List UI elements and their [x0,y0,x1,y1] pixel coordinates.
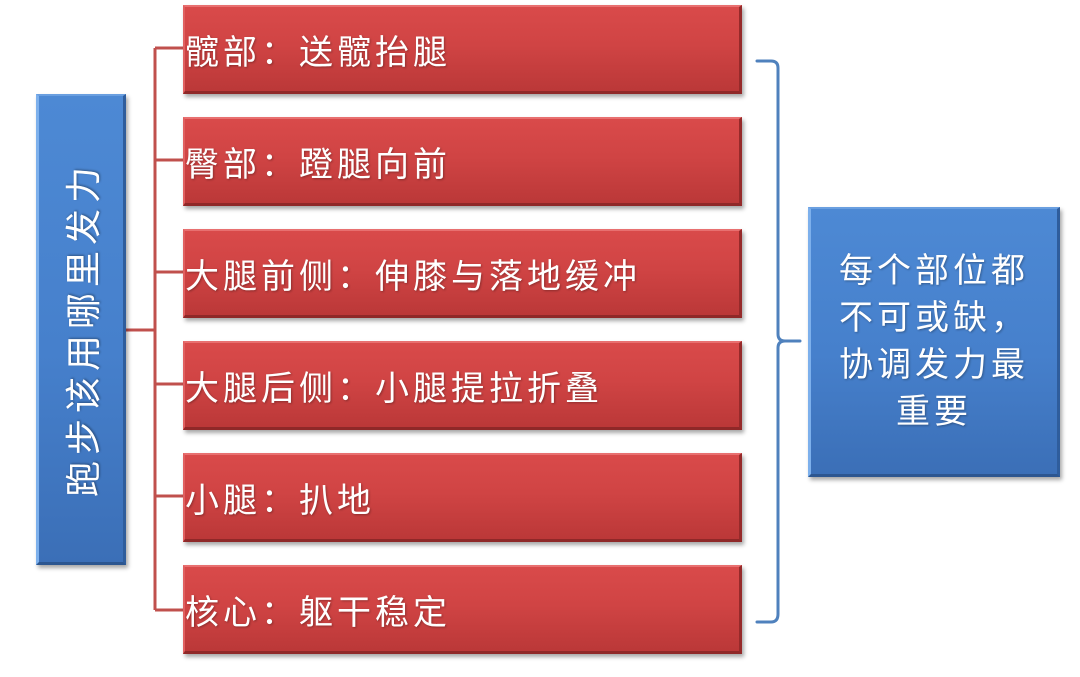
leaf-node-hamstrings: 大腿后侧：小腿提拉折叠 [183,341,742,430]
summary-node: 每个部位都 不可或缺， 协调发力最 重要 [808,207,1060,477]
summary-line: 协调发力最 [839,344,1029,385]
leaf-node-label: 核心：躯干稳定 [185,592,451,633]
leaf-node-calf: 小腿：扒地 [183,453,742,542]
leaf-node-core: 核心：躯干稳定 [183,565,742,654]
summary-line: 每个部位都 [839,250,1029,291]
summary-line: 不可或缺， [839,297,1029,338]
leaf-node-label: 髋部：送髋抬腿 [185,32,451,73]
right-bracket [755,59,802,624]
leaf-node-hip: 髋部：送髋抬腿 [183,5,742,94]
leaf-node-glutes: 臀部：蹬腿向前 [183,117,742,206]
leaf-node-label: 大腿前侧：伸膝与落地缓冲 [185,256,641,297]
leaf-node-quadriceps: 大腿前侧：伸膝与落地缓冲 [183,229,742,318]
root-node: 跑步该用哪里发力 [36,94,126,565]
summary-line: 重要 [896,391,972,432]
tree-connector [126,46,184,612]
summary-node-text: 每个部位都 不可或缺， 协调发力最 重要 [824,248,1044,436]
root-node-label: 跑步该用哪里发力 [64,160,105,498]
leaf-node-label: 臀部：蹬腿向前 [185,144,451,185]
leaf-node-label: 大腿后侧：小腿提拉折叠 [185,368,603,409]
leaf-node-label: 小腿：扒地 [185,480,375,521]
